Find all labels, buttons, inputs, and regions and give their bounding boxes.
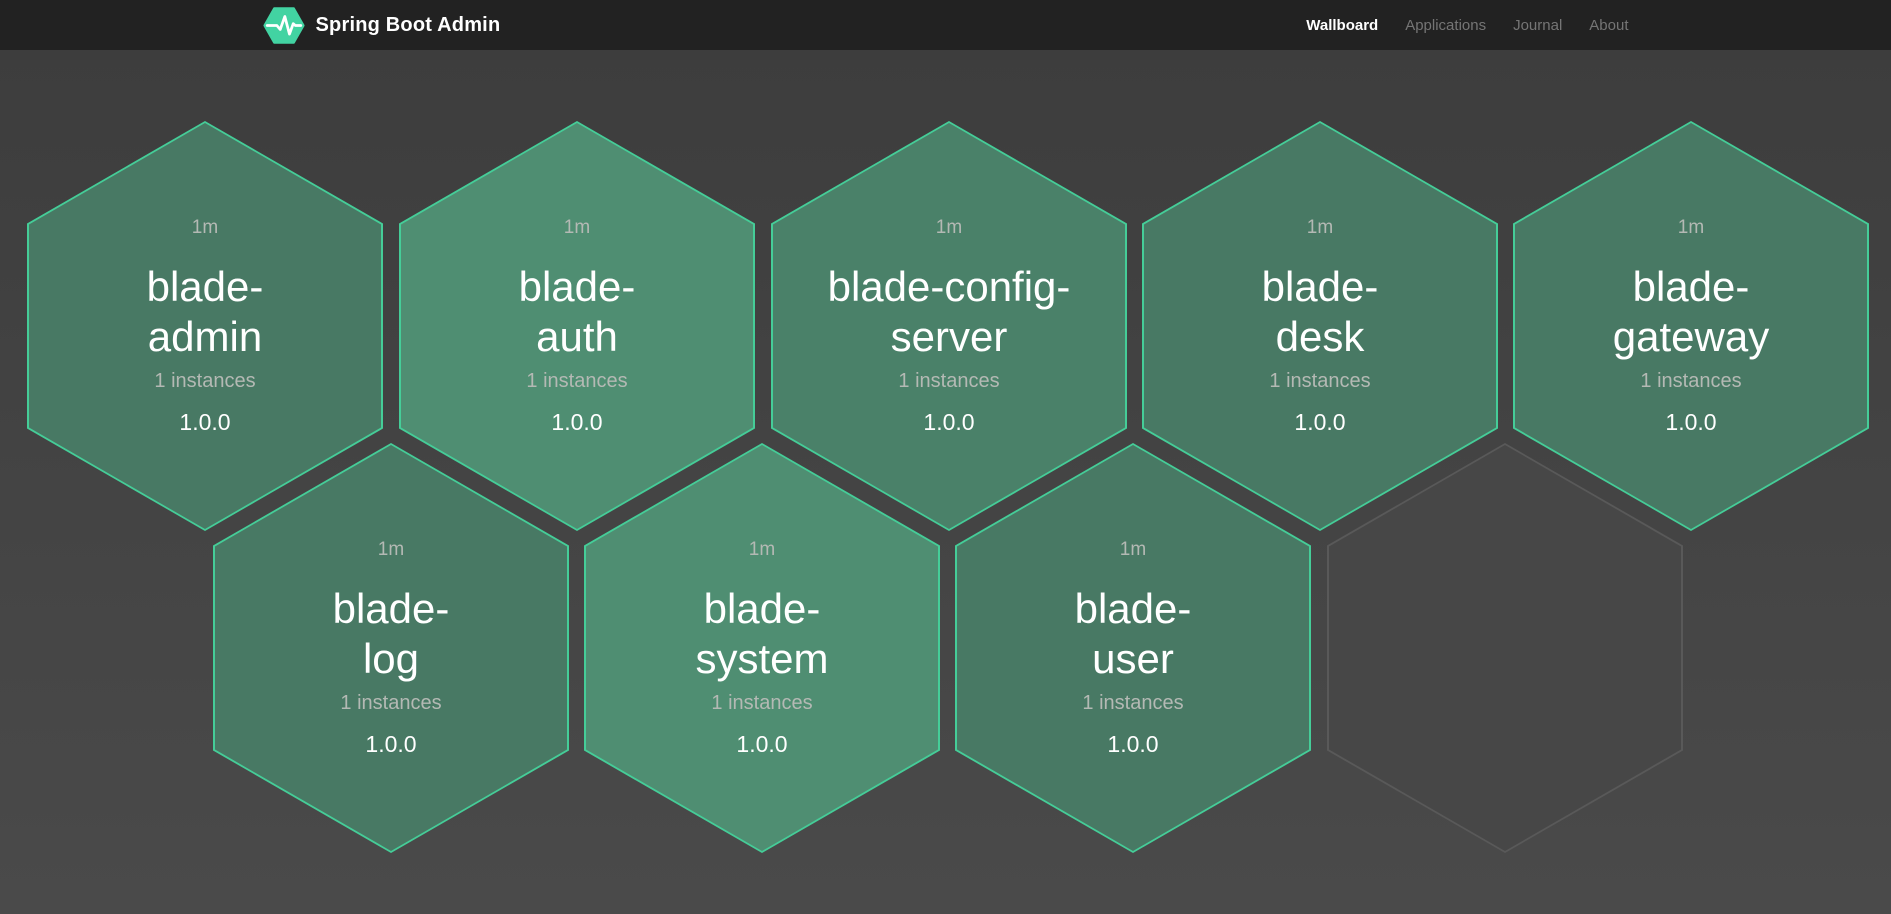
tile-name: blade-desk — [1261, 263, 1379, 360]
tile-version: 1.0.0 — [179, 409, 231, 435]
tile-instances: 1 instances — [711, 692, 813, 714]
tile-content: 1m blade-log 1 instances 1.0.0 — [213, 443, 569, 853]
tile-instances: 1 instances — [1269, 370, 1371, 392]
brand[interactable]: Spring Boot Admin — [262, 6, 501, 44]
tile-name: blade-config-server — [827, 263, 1071, 360]
tile-instances: 1 instances — [898, 370, 1000, 392]
nav-item-applications[interactable]: Applications — [1405, 16, 1487, 34]
hexagon-tile-blade-admin[interactable]: 1m blade-admin 1 instances 1.0.0 — [27, 121, 383, 531]
tile-instances: 1 instances — [526, 370, 628, 392]
spring-boot-admin-logo-icon — [262, 6, 305, 44]
tile-name: blade-system — [695, 585, 829, 682]
tile-content: 1m blade-admin 1 instances 1.0.0 — [27, 121, 383, 531]
tile-version: 1.0.0 — [365, 731, 417, 757]
tile-background — [215, 445, 567, 851]
hexagon-tile-blade-user[interactable]: 1m blade-user 1 instances 1.0.0 — [955, 443, 1311, 853]
hexagon-tile-blade-desk[interactable]: 1m blade-desk 1 instances 1.0.0 — [1142, 121, 1498, 531]
hexagon-tile-blade-system[interactable]: 1m blade-system 1 instances 1.0.0 — [584, 443, 940, 853]
tile-content: 1m blade-config-server 1 instances 1.0.0 — [771, 121, 1127, 531]
tile-content: 1m blade-system 1 instances 1.0.0 — [584, 443, 940, 853]
wallboard: 1m blade-admin 1 instances 1.0.0 1m blad… — [0, 50, 1891, 914]
hexagon-tile-blade-log[interactable]: 1m blade-log 1 instances 1.0.0 — [213, 443, 569, 853]
tile-content: 1m blade-desk 1 instances 1.0.0 — [1142, 121, 1498, 531]
hexagon-tile-blade-config-server[interactable]: 1m blade-config-server 1 instances 1.0.0 — [771, 121, 1127, 531]
tile-name: blade-user — [1074, 585, 1192, 682]
tile-uptime: 1m — [1677, 217, 1705, 238]
tile-uptime: 1m — [1119, 539, 1147, 560]
tile-background — [586, 445, 938, 851]
tile-instances: 1 instances — [340, 692, 442, 714]
tile-version: 1.0.0 — [923, 409, 975, 435]
nav-item-journal[interactable]: Journal — [1513, 16, 1563, 34]
tile-version: 1.0.0 — [1107, 731, 1159, 757]
tile-uptime: 1m — [935, 217, 963, 238]
tile-uptime: 1m — [748, 539, 776, 560]
tile-instances: 1 instances — [1640, 370, 1742, 392]
nav-item-about[interactable]: About — [1589, 16, 1629, 34]
main-nav: Wallboard Applications Journal About — [1306, 17, 1628, 34]
tile-version: 1.0.0 — [551, 409, 603, 435]
tile-content: 1m blade-auth 1 instances 1.0.0 — [399, 121, 755, 531]
tile-uptime: 1m — [377, 539, 405, 560]
top-navbar: Spring Boot Admin Wallboard Applications… — [0, 0, 1891, 50]
tile-uptime: 1m — [1306, 217, 1334, 238]
hexagon-tile-blade-auth[interactable]: 1m blade-auth 1 instances 1.0.0 — [399, 121, 755, 531]
empty-hexagon-slot — [1327, 443, 1683, 853]
tile-version: 1.0.0 — [1294, 409, 1346, 435]
app-title: Spring Boot Admin — [315, 13, 501, 36]
hexagon-tile-blade-gateway[interactable]: 1m blade-gateway 1 instances 1.0.0 — [1513, 121, 1869, 531]
tile-content: 1m blade-gateway 1 instances 1.0.0 — [1513, 121, 1869, 531]
navbar-container: Spring Boot Admin Wallboard Applications… — [262, 0, 1629, 50]
nav-item-wallboard[interactable]: Wallboard — [1306, 16, 1379, 34]
tile-name: blade-gateway — [1612, 263, 1770, 360]
tile-name: blade-admin — [146, 263, 264, 360]
tile-version: 1.0.0 — [1665, 409, 1717, 435]
tile-instances: 1 instances — [154, 370, 256, 392]
tile-name: blade-auth — [518, 263, 636, 360]
tile-uptime: 1m — [191, 217, 219, 238]
tile-version: 1.0.0 — [736, 731, 788, 757]
tile-name: blade-log — [332, 585, 450, 682]
empty-slot-background — [1329, 445, 1681, 851]
tile-instances: 1 instances — [1082, 692, 1184, 714]
tile-content: 1m blade-user 1 instances 1.0.0 — [955, 443, 1311, 853]
tile-uptime: 1m — [563, 217, 591, 238]
